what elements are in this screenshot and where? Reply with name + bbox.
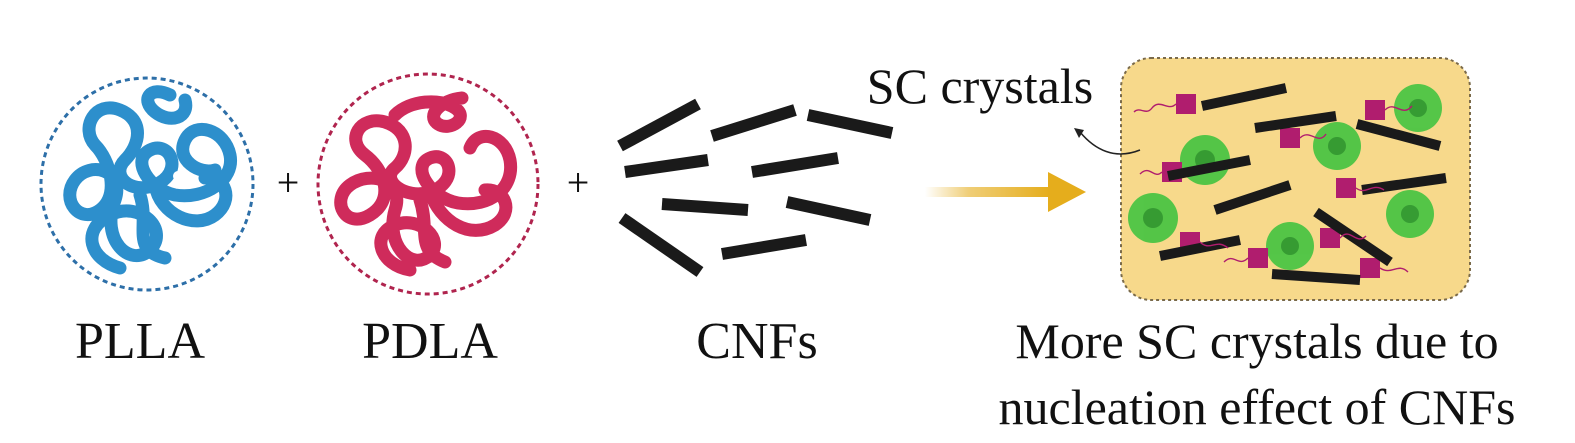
cnf-rods-icon <box>617 98 894 277</box>
pdla-label: PDLA <box>362 313 498 370</box>
sc-crystals-callout: SC crystals <box>867 58 1093 114</box>
callout-arrowhead-icon <box>1074 128 1084 138</box>
sc-crystal-composite-icon <box>1120 57 1471 301</box>
plus-operator: + <box>567 160 590 205</box>
cnfs-label: CNFs <box>696 313 817 370</box>
reaction-arrow-icon <box>925 172 1086 212</box>
pdla-coil-icon <box>316 72 540 296</box>
plla-label: PLLA <box>75 313 205 370</box>
callout-pointer <box>1079 131 1141 155</box>
plla-coil-icon <box>39 76 255 292</box>
result-caption-line2: nucleation effect of CNFs <box>999 379 1516 435</box>
result-caption-line1: More SC crystals due to <box>1015 313 1498 369</box>
plus-operator: + <box>277 160 300 205</box>
